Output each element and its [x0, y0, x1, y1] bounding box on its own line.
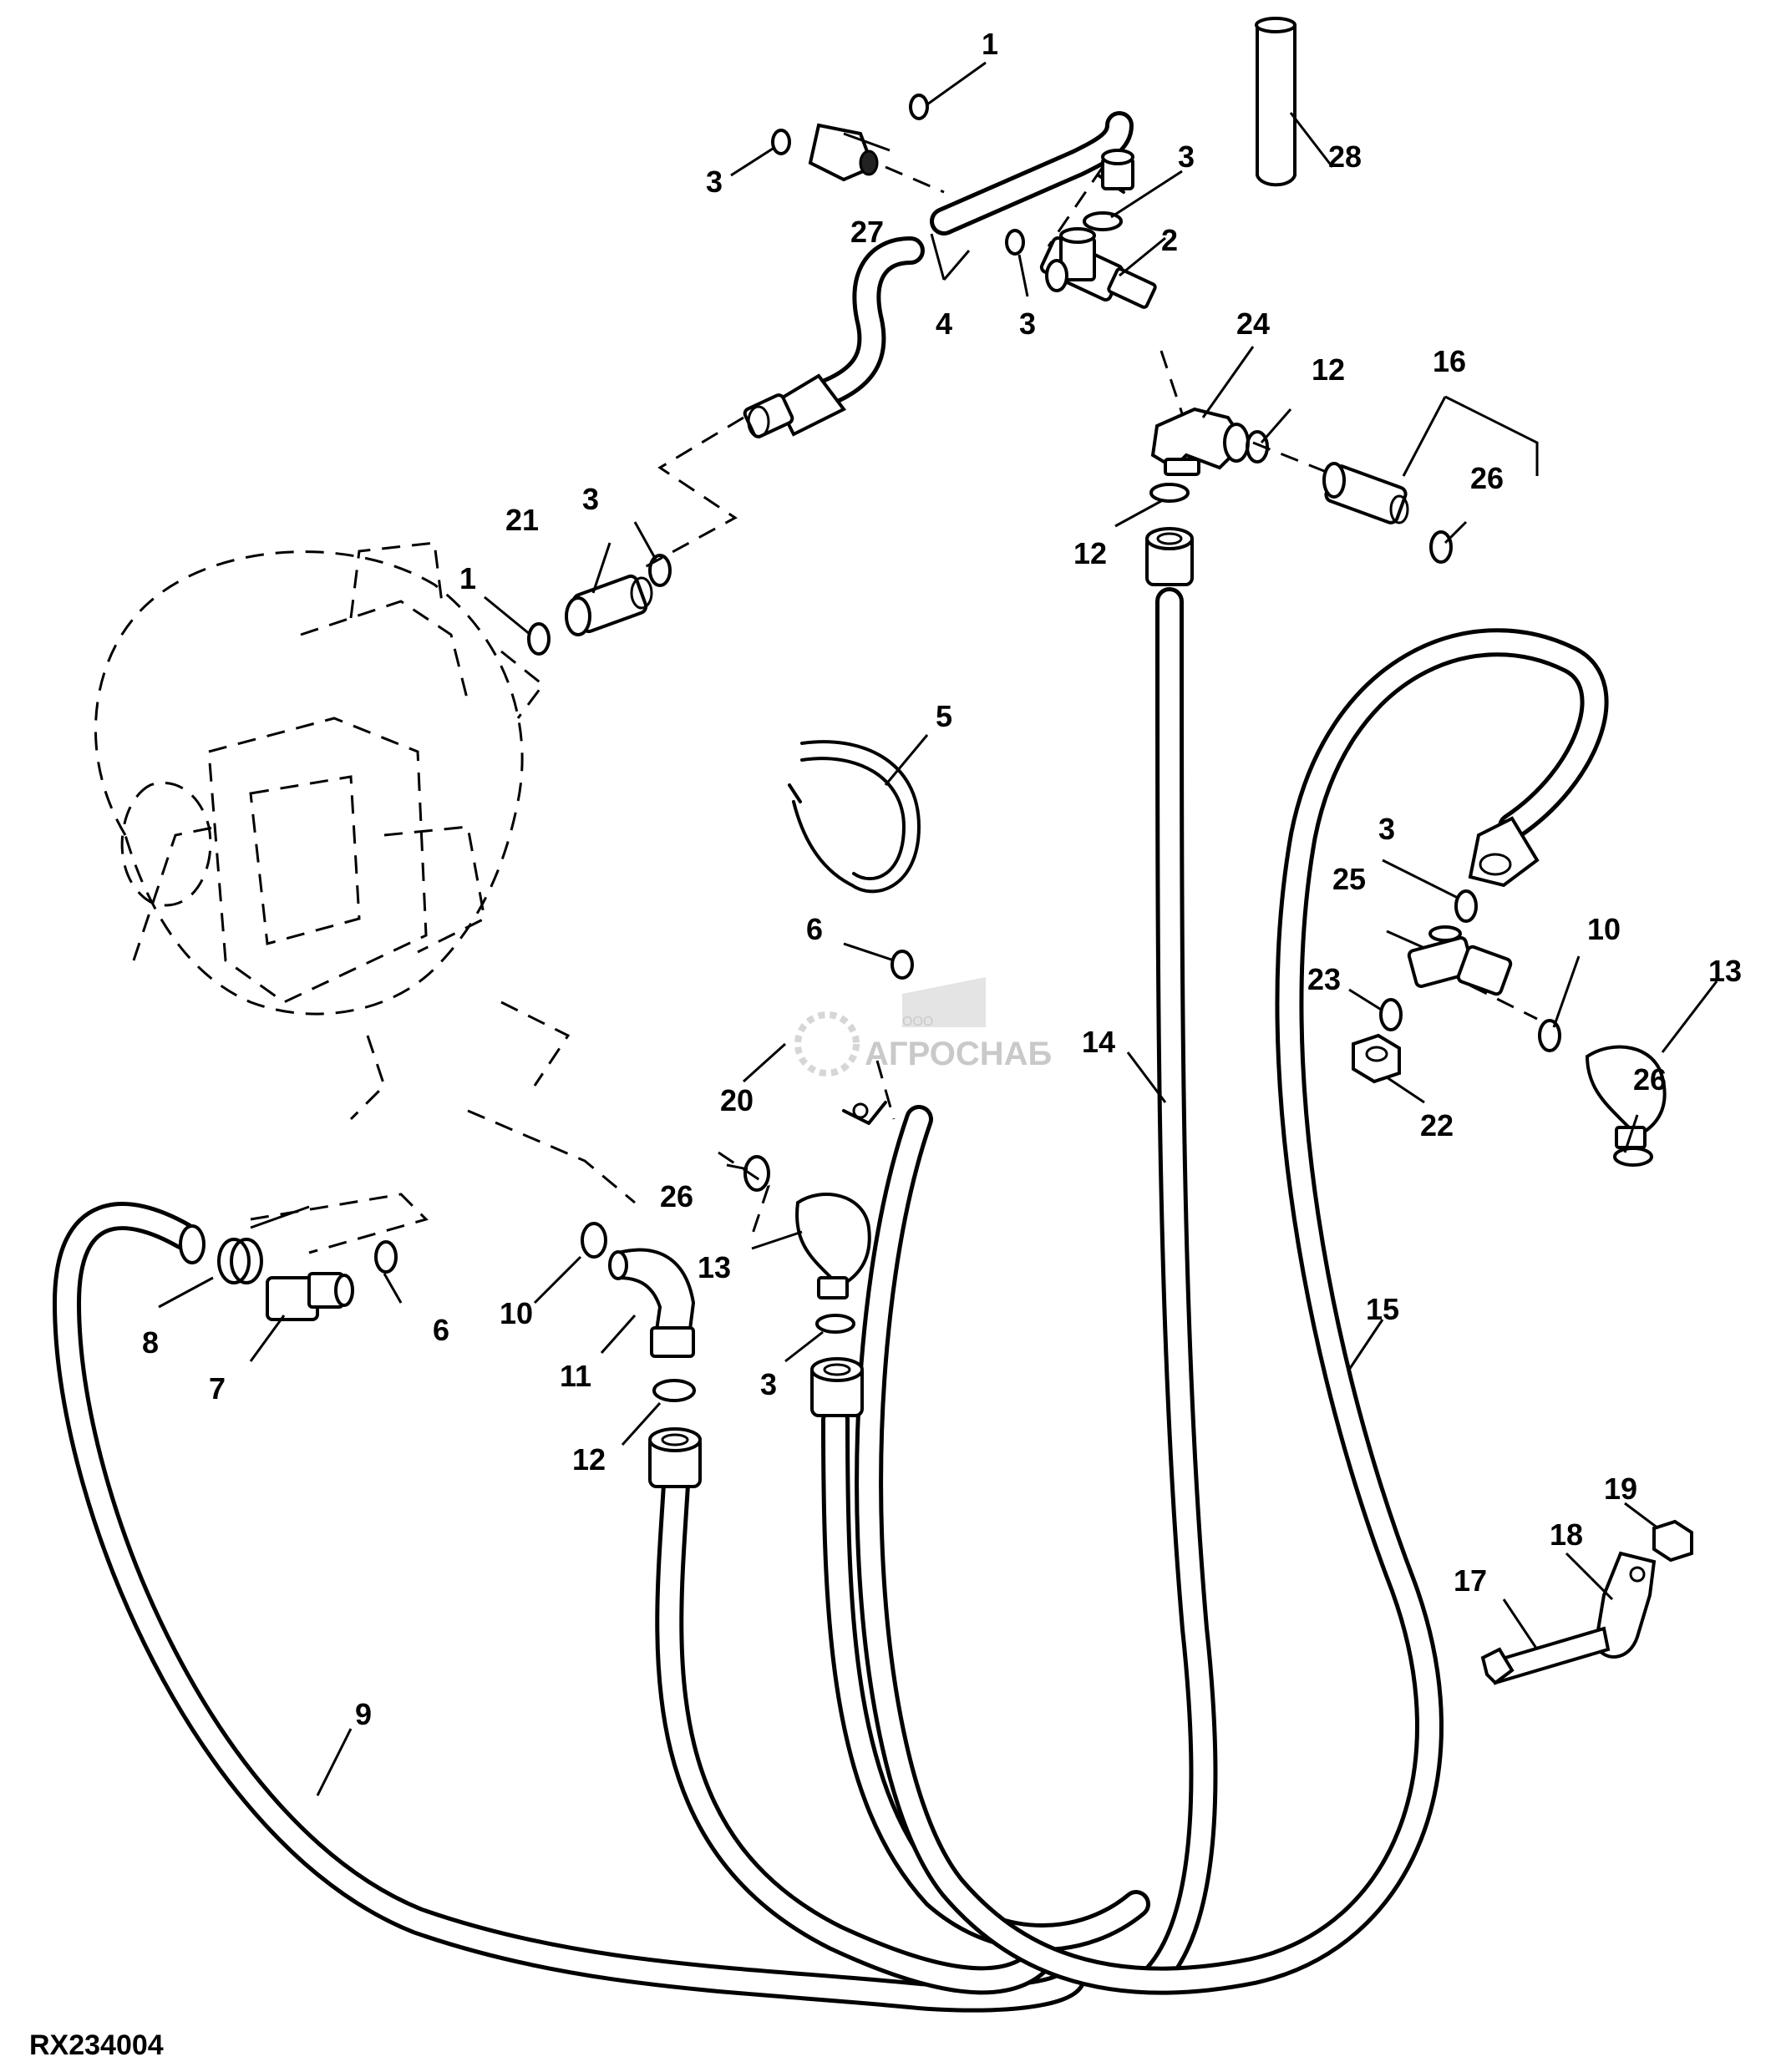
assembly-leaders	[250, 165, 1538, 1254]
callout-11: 11	[560, 1359, 591, 1393]
callout-12-c: 12	[572, 1442, 606, 1477]
callout-22: 22	[1420, 1108, 1454, 1142]
fitting-7	[266, 1272, 354, 1321]
callout-26-a: 26	[1470, 461, 1504, 495]
callout-6-top: 6	[806, 912, 823, 946]
watermark-prefix: ООО	[902, 1015, 933, 1029]
transmission-housing	[94, 541, 571, 1121]
callout-18: 18	[1550, 1517, 1583, 1552]
o-rings	[374, 94, 1653, 1402]
hose-4-assembly	[743, 111, 1134, 438]
callout-3-b: 3	[1178, 139, 1195, 174]
elbow-24	[1150, 407, 1250, 476]
callout-3-c: 3	[1019, 306, 1036, 341]
callout-1-left: 1	[459, 561, 476, 595]
callout-27: 27	[850, 215, 884, 249]
callout-5: 5	[936, 699, 952, 733]
hose-15-end-nut	[1468, 816, 1540, 888]
callout-6-bottom: 6	[433, 1313, 449, 1347]
callout-26-c: 26	[660, 1179, 693, 1213]
nut-22	[1352, 1033, 1401, 1084]
callout-15: 15	[1366, 1292, 1399, 1326]
callout-21: 21	[505, 503, 539, 537]
callout-3-a: 3	[706, 165, 723, 199]
callout-2: 2	[1161, 223, 1178, 257]
hose-3-end-nut	[810, 1357, 864, 1417]
callout-8: 8	[142, 1325, 159, 1360]
callout-16: 16	[1433, 344, 1466, 378]
callout-3-e: 3	[1378, 812, 1395, 846]
watermark-text: АГРОСНАБ	[865, 1036, 1052, 1072]
callout-12-b: 12	[1073, 536, 1107, 570]
fitting-21	[565, 574, 653, 636]
nut-19	[1652, 1519, 1693, 1563]
hose-12-end-nut	[648, 1427, 702, 1488]
callout-17: 17	[1454, 1563, 1487, 1598]
callout-1-top: 1	[982, 27, 998, 61]
callout-19: 19	[1604, 1472, 1637, 1506]
callout-20: 20	[720, 1083, 754, 1117]
bolt-17	[1480, 1626, 1611, 1685]
callout-4: 4	[936, 306, 952, 341]
callout-7: 7	[209, 1371, 226, 1406]
callout-13-left: 13	[698, 1250, 731, 1284]
callout-25: 25	[1332, 862, 1366, 896]
hose-9-end	[179, 1224, 206, 1264]
callout-9: 9	[355, 1697, 372, 1731]
callout-10-left: 10	[500, 1296, 533, 1330]
callout-10-right: 10	[1587, 912, 1621, 946]
tee-25	[1407, 925, 1513, 996]
callout-13-right: 13	[1708, 954, 1742, 988]
callout-leaders	[158, 61, 1718, 1796]
adapter-16	[1322, 462, 1409, 524]
clamp-8	[217, 1238, 263, 1284]
figure-code: RX234004	[29, 2029, 164, 2061]
callout-3-d: 3	[582, 482, 599, 516]
hose-14	[1139, 587, 1218, 1993]
hose-12-return	[655, 1456, 1058, 1995]
callout-23: 23	[1307, 962, 1341, 996]
hose-15	[855, 628, 1609, 1995]
hose-3-return	[821, 1406, 1150, 1952]
tee-2	[1039, 227, 1157, 309]
callout-labels: 1 3 3 28 2 27 4 3 24 12 16 26 12 21 3 1 …	[142, 27, 1742, 1731]
sleeve-28	[1255, 17, 1296, 187]
callout-12-a: 12	[1312, 352, 1345, 387]
hose-9	[53, 1202, 1087, 2013]
hose-14-end-nut	[1145, 527, 1194, 586]
callout-24: 24	[1236, 306, 1270, 341]
watermark-logo: ООО АГРОСНАБ	[794, 977, 1052, 1077]
callout-28: 28	[1328, 139, 1362, 174]
callout-26-b: 26	[1633, 1062, 1667, 1097]
callout-3-f: 3	[760, 1367, 777, 1401]
fitting-27	[808, 123, 879, 182]
callout-14: 14	[1082, 1025, 1115, 1059]
elbow-13-left	[795, 1193, 871, 1299]
elbow-11	[608, 1248, 696, 1358]
valve-20	[842, 1101, 887, 1125]
strap-5	[788, 740, 921, 894]
